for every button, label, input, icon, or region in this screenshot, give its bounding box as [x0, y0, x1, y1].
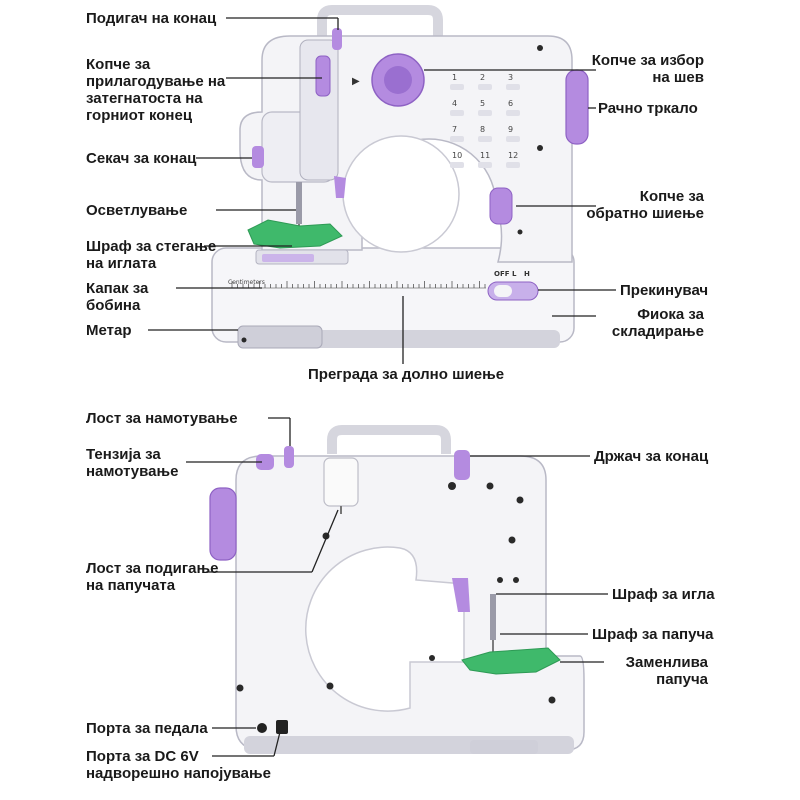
front-fabric [247, 219, 343, 249]
bobbin-cover [262, 254, 314, 262]
stitch-pattern-icon [478, 162, 492, 168]
front-machine: ▶ [211, 5, 589, 349]
label-bobbin-winder: Лост за намотување [86, 410, 238, 427]
back-fabric [461, 647, 561, 675]
arm-opening [342, 135, 460, 253]
stitch-pattern-icon [478, 136, 492, 142]
svg-text:OFF: OFF [494, 270, 510, 278]
dial-arrow: ▶ [352, 76, 360, 87]
switch-marks: OFF L H [494, 270, 530, 278]
reverse-button [489, 187, 513, 225]
stitch-pattern-icon [450, 136, 464, 142]
leader-line [311, 509, 339, 573]
back-handle [327, 425, 451, 454]
front-screws [241, 45, 543, 343]
label-storage-drawer: Фиока за складирање [611, 306, 704, 340]
stitch-number: 7 [452, 125, 457, 134]
label-power-switch: Прекинувач [620, 282, 709, 299]
label-pedal-port: Порта за педала [86, 720, 208, 737]
label-reverse-button: Копче за обратно шиење [586, 188, 704, 222]
label-needle-clamp-screw: Шраф за стегање на иглата [86, 238, 217, 272]
label-presser-foot: Заменлива папуча [625, 654, 708, 688]
thread-cutter [252, 146, 264, 168]
power-switch-thumb [494, 285, 512, 297]
stitch-pattern-icon [506, 110, 520, 116]
dc-port [276, 720, 288, 734]
label-lighting: Осветлување [86, 202, 188, 219]
stitch-pattern-icon [478, 84, 492, 90]
label-dc-port: Порта за DC 6V надворешно напојување [86, 748, 271, 782]
needle-bar [296, 182, 302, 224]
label-thread-take-up: Подигач на конац [86, 10, 217, 27]
svg-text:H: H [524, 270, 530, 278]
stitch-number: 1 [452, 73, 457, 82]
winder-tension-knob [256, 454, 274, 470]
tension-knob [315, 55, 331, 97]
stitch-pattern-icon [450, 84, 464, 90]
label-upper-tension-knob: Копче за прилагодување на затегнатоста н… [86, 56, 226, 124]
label-handwheel: Рачно тркало [598, 100, 698, 117]
stitch-number: 6 [508, 99, 513, 108]
stitch-number: 9 [508, 125, 513, 134]
stitch-pattern-icon [450, 162, 464, 168]
back-bottom-slot [470, 740, 538, 754]
stitch-number: 5 [480, 99, 485, 108]
stitch-number: 8 [480, 125, 485, 134]
take-up-lever [332, 28, 342, 50]
label-thread-cutter: Секач за конац [86, 150, 197, 167]
label-free-arm: Преграда за долно шиење [308, 366, 505, 383]
stitch-pattern-icon [506, 136, 520, 142]
label-winder-tension: Тензија за намотување [86, 446, 179, 480]
stitch-pattern-icon [478, 110, 492, 116]
front-foot-lever [334, 176, 346, 198]
leader-lines [148, 17, 616, 757]
label-spool-holder: Држач за конац [594, 448, 709, 465]
back-arm-opening [305, 546, 465, 712]
stitch-number: 4 [452, 99, 457, 108]
ruler-brand-mark: Centimeters [228, 279, 265, 286]
back-handwheel [209, 487, 237, 561]
back-machine [209, 425, 585, 754]
label-presser-foot-lever: Лост за подигање на папучата [86, 560, 219, 594]
stitch-number: 11 [480, 151, 490, 160]
label-foot-screw: Шраф за папуча [592, 626, 714, 643]
front-handle [317, 5, 443, 44]
stitch-pattern-icon [506, 162, 520, 168]
spool-holder-knob [454, 450, 470, 480]
pedal-port [257, 723, 267, 733]
back-needle-bar [490, 594, 496, 640]
ruler-scale [226, 281, 486, 289]
label-ruler: Метар [86, 322, 132, 339]
back-foot-lever [452, 578, 470, 612]
stitch-number: 12 [508, 151, 518, 160]
label-needle-screw: Шраф за игла [612, 586, 715, 603]
stitch-number: 2 [480, 73, 485, 82]
svg-text:L: L [512, 270, 517, 278]
handwheel [565, 69, 589, 145]
stitch-pattern-icon [506, 84, 520, 90]
stitch-pattern-icon [450, 110, 464, 116]
spool [323, 457, 359, 507]
label-bobbin-cover: Капак за бобина [86, 280, 149, 314]
label-stitch-selector: Копче за избор на шев [591, 52, 704, 86]
stitch-number: 10 [452, 151, 462, 160]
bobbin-winder-lever [284, 446, 294, 468]
storage-drawer [237, 325, 323, 349]
back-screws [236, 482, 556, 704]
leader-line [273, 731, 281, 757]
stitch-number: 3 [508, 73, 513, 82]
stitch-dial-center [384, 66, 412, 94]
